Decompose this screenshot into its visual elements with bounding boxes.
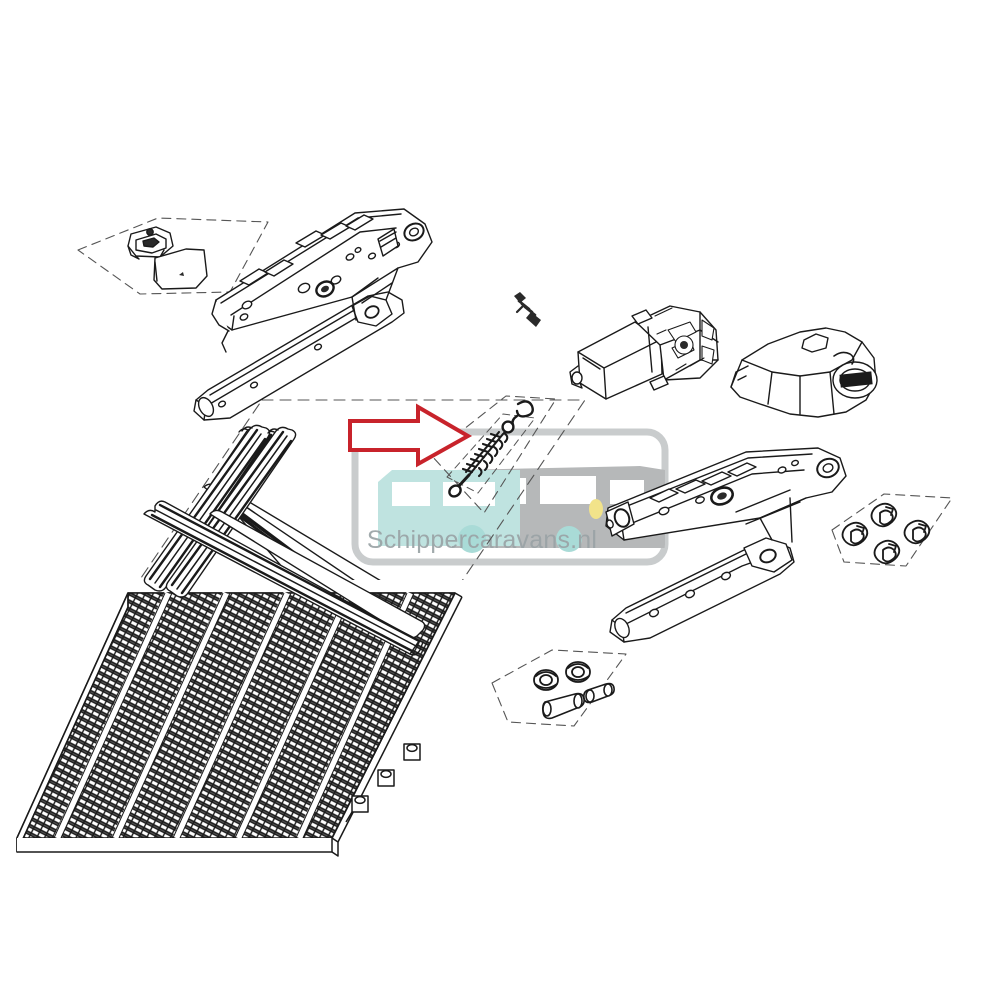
assembly-callout-outline (89, 399, 586, 654)
motor-cover-brand-label (839, 371, 873, 388)
part-cover-plate (153, 248, 208, 290)
callout-spring-outline-inner (446, 413, 536, 494)
part-rail-upper-1 (143, 424, 271, 592)
part-arm-right (605, 447, 847, 643)
watermark-caravan-wheel (458, 525, 486, 553)
watermark-motorhome-wheel (556, 526, 582, 552)
watermark-text: Schippercaravans.nl (367, 526, 597, 554)
watermark-motorhome-window-2 (540, 476, 596, 504)
part-rail-long-visible (143, 500, 424, 656)
callout-spring-outline (430, 395, 557, 514)
clip-4 (873, 539, 901, 565)
part-bushing-set (533, 661, 615, 720)
part-bolt-washer (514, 292, 541, 327)
part-arm-left (193, 208, 433, 421)
watermark-caravan-window-1 (392, 482, 430, 506)
step-tread-mount-bracket (345, 743, 421, 823)
part-step-tread-body (16, 591, 463, 857)
sleeve-2 (583, 682, 615, 704)
watermark-headlight-icon (589, 499, 603, 519)
red-arrow-highlight (348, 403, 473, 468)
part-tension-spring (448, 400, 534, 498)
part-motor-cover (730, 327, 878, 418)
part-motor-gearbox (569, 305, 719, 400)
bushing-1 (533, 669, 559, 691)
clip-1 (870, 502, 898, 528)
clip-2 (841, 521, 869, 547)
part-rail-upper-2 (165, 426, 297, 598)
part-clip-set (841, 502, 931, 565)
sleeve-1 (541, 692, 585, 720)
part-roller-bracket (127, 226, 174, 260)
clip-3 (903, 519, 931, 545)
bushing-2 (565, 661, 591, 683)
callout-top-left-outline (77, 217, 269, 295)
